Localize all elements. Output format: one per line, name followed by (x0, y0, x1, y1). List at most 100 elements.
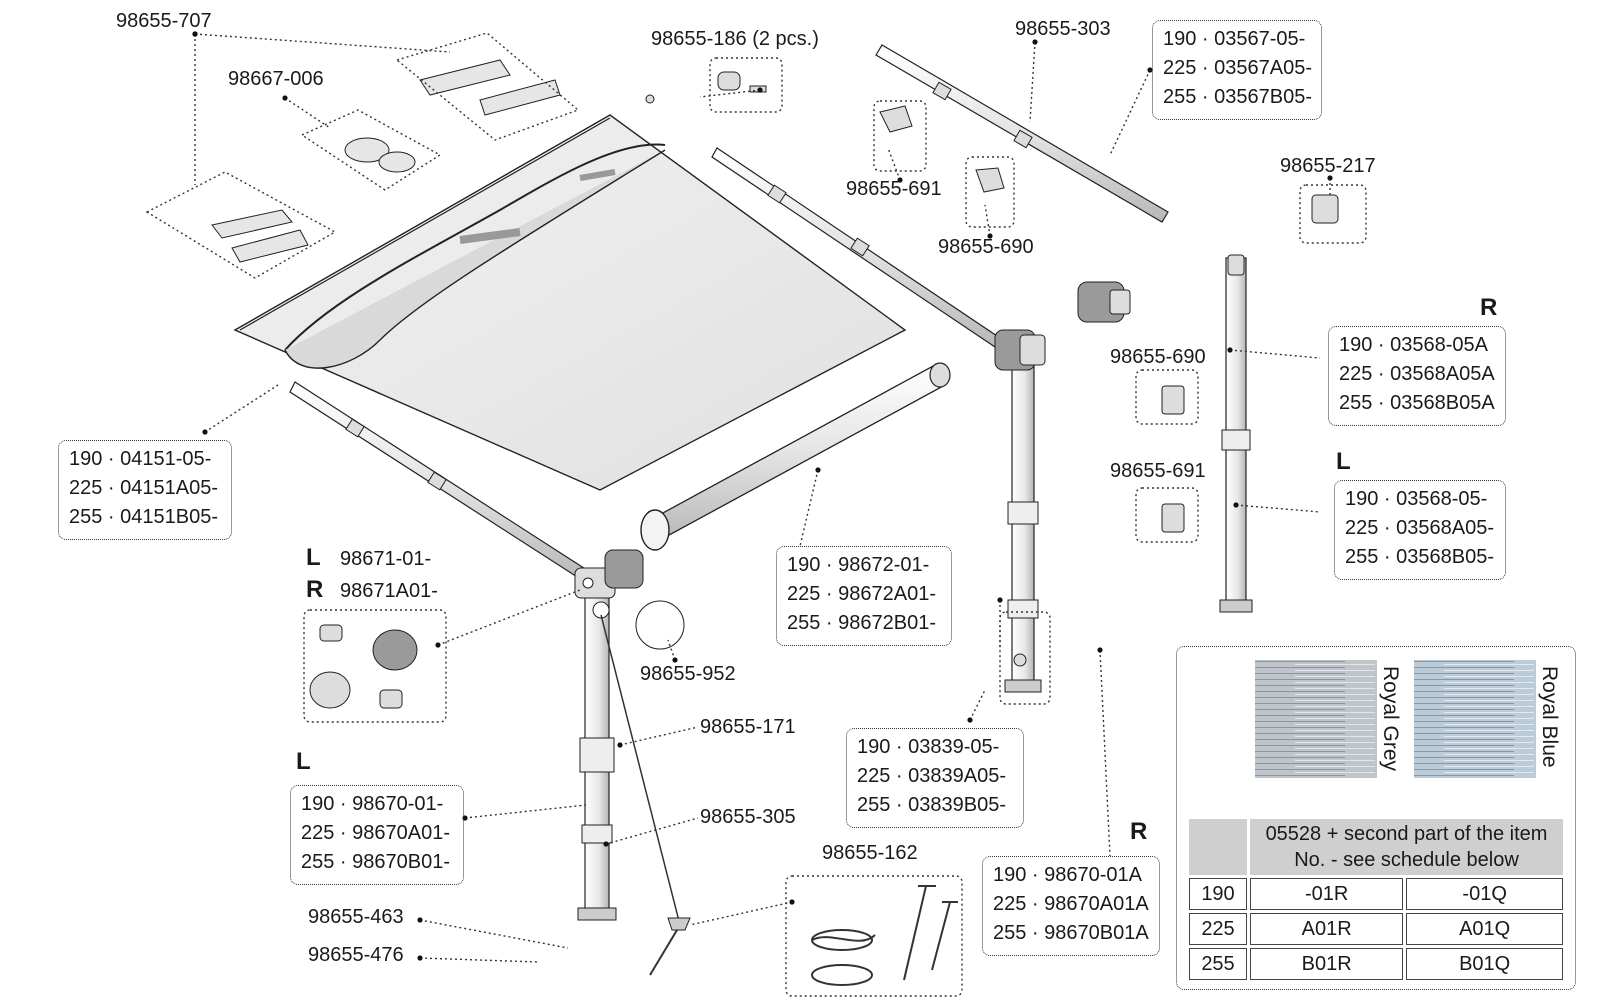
leader-line (194, 33, 451, 53)
leader-line (437, 589, 581, 646)
leader-dot (789, 899, 795, 905)
leader-line (1029, 41, 1036, 123)
label-98655-217: 98655-217 (1280, 155, 1376, 177)
side-marker-l-leg: L (296, 748, 311, 775)
schedule-grey-code: A01R (1250, 913, 1404, 945)
schedule-blue-code: A01Q (1406, 913, 1563, 945)
leg-l-upper-code-255: 255 · 03568B05- (1345, 546, 1495, 568)
side-bar-code-255: 255 · 04151B05- (69, 506, 219, 528)
leader-line (799, 469, 819, 547)
awning-fabric (233, 114, 907, 491)
leg-r-upper-code-225: 225 · 03568A05A (1339, 363, 1495, 385)
roller-code-225: 225 · 98672A01- (787, 583, 937, 605)
leader-line (667, 639, 676, 661)
label-98655-952: 98655-952 (640, 663, 736, 685)
table-row: 190 -01R -01Q (1189, 878, 1563, 910)
leader-line (984, 204, 991, 237)
small-parts (309, 71, 1339, 709)
leader-dot (1147, 67, 1153, 73)
end-cap (1077, 281, 1131, 323)
side-bar-code-225: 225 · 04151A05- (69, 477, 219, 499)
leg-r-code-190: 190 · 98670-01A (993, 864, 1143, 886)
leader-dot (897, 177, 903, 183)
royal-grey-label: Royal Grey (1379, 666, 1402, 772)
leader-line (204, 384, 279, 433)
schedule-header: 05528 + second part of the item No. - se… (1250, 819, 1563, 875)
label-98655-690-top: 98655-690 (938, 236, 1034, 258)
leader-dot (435, 642, 441, 648)
leg-l-upper-codes-box: 190 · 03568-05- 225 · 03568A05- 255 · 03… (1334, 480, 1506, 580)
leader-line (419, 919, 569, 949)
leader-dot (672, 657, 678, 663)
leader-line (284, 97, 331, 129)
schedule-corner-cell (1189, 819, 1247, 875)
hinge-code-l: 98671-01- (340, 548, 432, 570)
part-group-boxes (145, 32, 1367, 997)
label-98655-476: 98655-476 (308, 944, 404, 966)
label-98655-707: 98655-707 (116, 10, 212, 32)
leader-line (1109, 69, 1151, 156)
leader-line (1229, 349, 1321, 359)
leg-r-upper-code-255: 255 · 03568B05A (1339, 392, 1495, 414)
front-bar (875, 44, 1169, 223)
leg-l-codes-box: 190 · 98670-01- 225 · 98670A01- 255 · 98… (290, 785, 464, 885)
leader-dot (987, 233, 993, 239)
leg-mid-code-190: 190 · 03839-05- (857, 736, 1000, 758)
leader-dot (967, 717, 973, 723)
front-bar-code-225: 225 · 03567A05- (1163, 57, 1313, 79)
leader-dot (202, 429, 208, 435)
table-row: 225 A01R A01Q (1189, 913, 1563, 945)
leg-r-code-225: 225 · 98670A01A (993, 893, 1149, 915)
leg-l-code-255: 255 · 98670B01- (301, 851, 451, 873)
royal-blue-swatch (1414, 660, 1536, 778)
leg-r-upper-codes-box: 190 · 03568-05A 225 · 03568A05A 255 · 03… (1328, 326, 1506, 426)
side-bar-codes-box: 190 · 04151-05- 225 · 04151A05- 255 · 04… (58, 440, 232, 540)
side-marker-l-upper: L (1336, 448, 1351, 475)
label-98655-171: 98655-171 (700, 716, 796, 738)
leg-r-upper-code-190: 190 · 03568-05A (1339, 334, 1489, 356)
middle-leg (994, 329, 1046, 693)
label-98655-162: 98655-162 (822, 842, 918, 864)
leg-r-codes-box: 190 · 98670-01A 225 · 98670A01A 255 · 98… (982, 856, 1160, 956)
schedule-blue-code: -01Q (1406, 878, 1563, 910)
schedule-blue-code: B01Q (1406, 948, 1563, 980)
label-98655-691-right: 98655-691 (1110, 460, 1206, 482)
label-98655-690-right: 98655-690 (1110, 346, 1206, 368)
label-98655-186: 98655-186 (2 pcs.) (651, 28, 819, 50)
leader-dot (757, 87, 763, 93)
side-marker-r-hinge: R (306, 576, 324, 603)
leader-dot (417, 917, 423, 923)
leader-line (419, 957, 539, 963)
label-98655-691-top: 98655-691 (846, 178, 942, 200)
leader-dot (603, 841, 609, 847)
label-98655-305: 98655-305 (700, 806, 796, 828)
fabric-schedule-table: 05528 + second part of the item No. - se… (1186, 816, 1566, 983)
leader-dot (417, 955, 423, 961)
leader-lines (194, 33, 1331, 963)
schedule-size: 225 (1189, 913, 1247, 945)
leg-l-code-190: 190 · 98670-01- (301, 793, 444, 815)
front-bar-codes-box: 190 · 03567-05- 225 · 03567A05- 255 · 03… (1152, 20, 1322, 120)
leader-line (605, 817, 699, 845)
leader-line (887, 147, 901, 181)
table-row: 255 B01R B01Q (1189, 948, 1563, 980)
fabric-schedule-panel (1176, 646, 1576, 990)
left-leg (577, 579, 691, 976)
leader-dot (192, 31, 198, 37)
tie-down-kit (811, 885, 958, 986)
roller-codes-box: 190 · 98672-01- 225 · 98672A01- 255 · 98… (776, 546, 952, 646)
leg-mid-code-255: 255 · 03839B05- (857, 794, 1007, 816)
right-leg (1219, 254, 1253, 613)
leader-dot (997, 597, 1003, 603)
leader-dot (815, 467, 821, 473)
leader-dot (1097, 647, 1103, 653)
schedule-size: 190 (1189, 878, 1247, 910)
front-bar-code-190: 190 · 03567-05- (1163, 28, 1306, 50)
royal-grey-swatch (1255, 660, 1377, 778)
label-98667-006: 98667-006 (228, 68, 324, 90)
roller-tube (640, 362, 951, 551)
leader-line (699, 89, 761, 98)
leg-mid-codes-box: 190 · 03839-05- 225 · 03839A05- 255 · 03… (846, 728, 1024, 828)
leader-dot (1327, 175, 1333, 181)
